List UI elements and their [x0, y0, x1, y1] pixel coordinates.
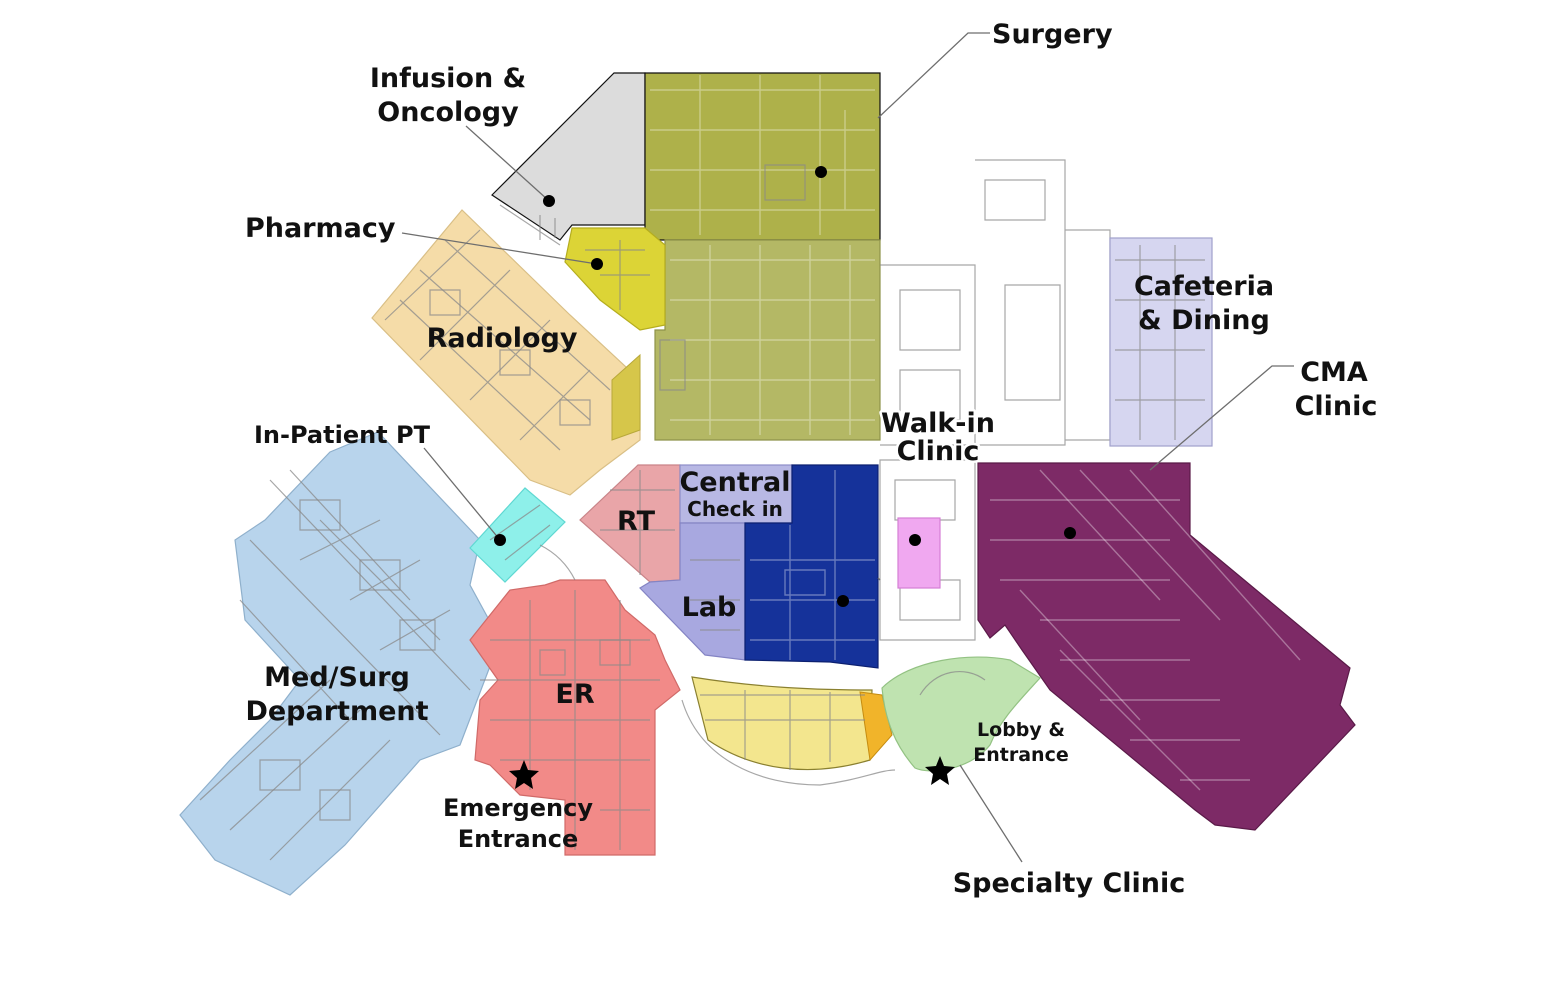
- zone-lobby[interactable]: [881, 656, 1041, 772]
- dot-pharmacy: [591, 258, 603, 270]
- label-rt: RT: [617, 506, 656, 537]
- zone-central-checkin[interactable]: [679, 464, 793, 524]
- leader-infusion: [465, 125, 549, 201]
- entrance-stars: [509, 756, 955, 789]
- label-cma-line2: Clinic: [1295, 391, 1378, 422]
- label-medsurg-line1: Med/Surg: [264, 662, 410, 693]
- leader-surgery: [877, 32, 990, 119]
- dot-central-block: [837, 595, 849, 607]
- zone-inpatient-pt[interactable]: [469, 487, 566, 583]
- star-icon: [509, 760, 539, 789]
- leader-cma: [1149, 365, 1294, 471]
- label-medsurg-line2: Department: [245, 696, 428, 727]
- zone-walkin[interactable]: [897, 517, 941, 589]
- leader-pharmacy: [401, 232, 598, 265]
- zone-central-block[interactable]: [744, 464, 879, 669]
- label-cafeteria-line2: & Dining: [1138, 305, 1270, 336]
- star-icon: [925, 756, 955, 785]
- label-pharmacy: Pharmacy: [245, 213, 396, 244]
- label-radiology: Radiology: [427, 323, 578, 354]
- label-lobby-line1: Lobby &: [977, 719, 1065, 741]
- leader-walkin: [877, 577, 881, 581]
- zone-specialty[interactable]: [691, 676, 893, 771]
- label-infusion-line2: Oncology: [377, 97, 519, 128]
- label-infusion-line1: Infusion &: [370, 63, 526, 94]
- label-cma-line1: CMA: [1300, 357, 1368, 388]
- dot-walkin: [909, 534, 921, 546]
- department-dots: [494, 166, 1076, 607]
- label-emergency-line1: Emergency: [443, 794, 593, 822]
- leader-specialty: [959, 764, 1023, 863]
- dot-infusion: [543, 195, 555, 207]
- zone-medsurg[interactable]: [179, 431, 501, 896]
- zone-radiology[interactable]: [371, 209, 641, 496]
- label-walkin-line1: Walk-in: [881, 408, 995, 439]
- label-er: ER: [555, 679, 594, 710]
- label-inpatient-pt: In-Patient PT: [254, 421, 431, 449]
- label-specialty: Specialty Clinic: [953, 868, 1186, 899]
- zone-pharmacy[interactable]: [564, 227, 666, 331]
- dot-cma: [1064, 527, 1076, 539]
- leader-lines: [401, 32, 1294, 863]
- zone-er[interactable]: [469, 579, 681, 856]
- zone-cafeteria[interactable]: [1109, 237, 1213, 447]
- label-cafeteria-line1: Cafeteria: [1134, 271, 1274, 302]
- label-emergency-line2: Entrance: [458, 825, 579, 853]
- label-lab: Lab: [682, 592, 737, 623]
- label-surgery: Surgery: [992, 19, 1113, 50]
- label-central-line1: Central: [679, 467, 790, 498]
- leader-inpatient-pt: [423, 447, 501, 541]
- dot-surgery: [815, 166, 827, 178]
- label-central-line2: Check in: [687, 497, 783, 521]
- label-lobby-line2: Entrance: [973, 744, 1068, 766]
- zone-cma[interactable]: [977, 462, 1356, 831]
- label-walkin-line2: Clinic: [897, 436, 980, 467]
- dot-inpatient-pt: [494, 534, 506, 546]
- zone-surgery[interactable]: [644, 72, 881, 441]
